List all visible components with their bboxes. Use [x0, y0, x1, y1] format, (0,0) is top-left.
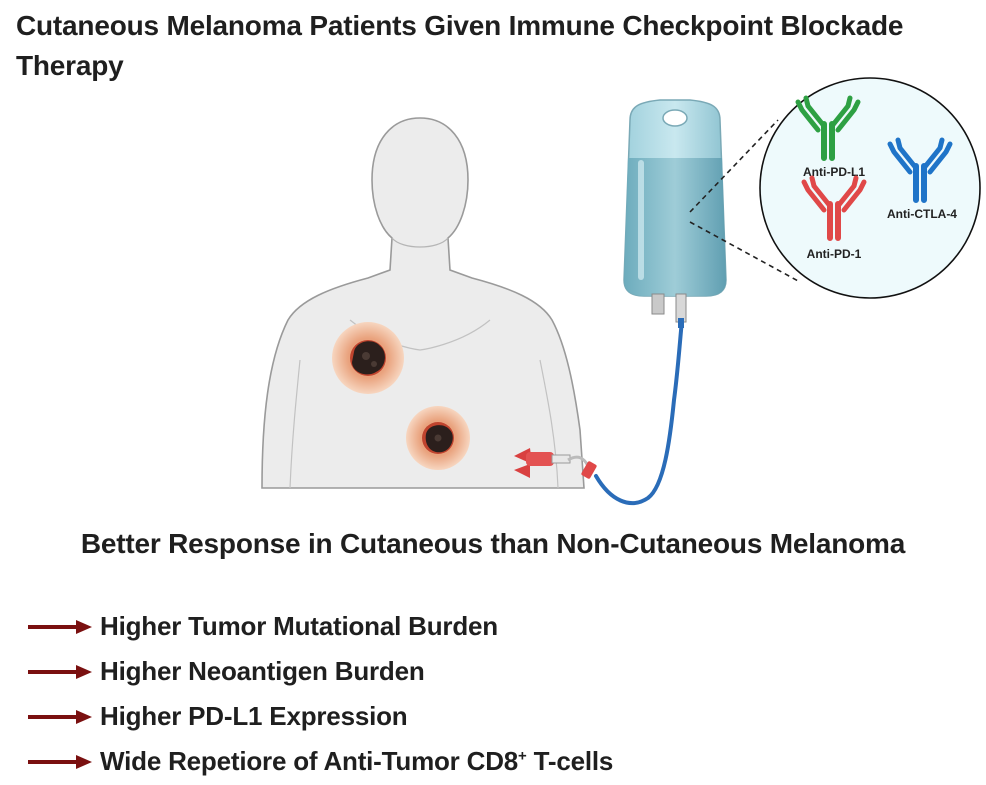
- finding-text-main: Wide Repetiore of Anti-Tumor CD8: [100, 746, 519, 776]
- torso: [261, 117, 585, 489]
- superscript-plus: +: [518, 747, 527, 765]
- finding-text: Higher PD-L1 Expression: [100, 701, 408, 731]
- arrow-right-icon: [28, 619, 92, 634]
- antibody-icon: [801, 175, 867, 241]
- iv-tubing: [594, 318, 684, 505]
- antibody-icon: [887, 137, 953, 203]
- findings-list: Higher Tumor Mutational Burden Higher Ne…: [28, 604, 613, 784]
- response-heading: Better Response in Cutaneous than Non-Cu…: [80, 528, 906, 559]
- arrow-right-icon: [28, 664, 92, 679]
- melanoma-lesion: [406, 406, 470, 470]
- antibody-zoom-circle: [759, 77, 981, 299]
- arm-line-right: [539, 359, 559, 489]
- melanoma-lesion: [332, 322, 404, 394]
- finding-text: Wide Repetiore of Anti-Tumor CD8+ T-cell…: [100, 746, 613, 777]
- page-title: Cutaneous Melanoma Patients Given Immune…: [16, 10, 904, 81]
- zoom-lines: [689, 119, 801, 283]
- iv-cannula: [514, 448, 597, 479]
- finding-item: Higher PD-L1 Expression: [28, 694, 613, 739]
- iv-bag: [623, 99, 727, 328]
- finding-text: Higher Tumor Mutational Burden: [100, 611, 498, 641]
- antibody-icon: [795, 95, 861, 161]
- finding-text-suffix: T-cells: [526, 746, 614, 776]
- patient-figure: [261, 117, 585, 489]
- finding-item: Wide Repetiore of Anti-Tumor CD8+ T-cell…: [28, 739, 613, 784]
- finding-text: Higher Neoantigen Burden: [100, 656, 425, 686]
- arm-line-left: [289, 359, 301, 489]
- antibody-label: Anti-PD-1: [807, 247, 862, 261]
- antibody-label: Anti-CTLA-4: [887, 207, 957, 221]
- finding-item: Higher Neoantigen Burden: [28, 649, 613, 694]
- arrow-right-icon: [28, 709, 92, 724]
- finding-item: Higher Tumor Mutational Burden: [28, 604, 613, 649]
- arrow-right-icon: [28, 754, 92, 769]
- antibody-label: Anti-PD-L1: [803, 165, 865, 179]
- neck-line: [391, 237, 449, 248]
